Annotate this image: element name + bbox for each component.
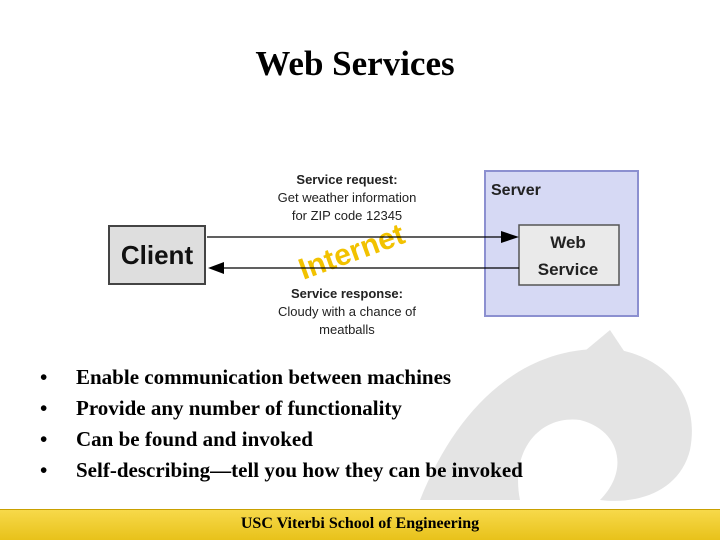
bullet-dot-icon: • — [40, 396, 48, 420]
web-service-label-line1: Web — [550, 233, 586, 252]
bullet-list: • Enable communication between machines •… — [40, 362, 523, 486]
trojan-watermark-icon — [420, 330, 692, 501]
web-service-box — [518, 224, 620, 286]
service-request-detail-2: for ZIP code 12345 — [292, 208, 402, 223]
bullet-dot-icon: • — [40, 427, 48, 451]
bullet-dot-icon: • — [40, 365, 48, 389]
bullet-text: Can be found and invoked — [76, 427, 313, 451]
bullet-dot-icon: • — [40, 458, 48, 482]
server-label: Server — [491, 182, 541, 199]
client-box — [108, 225, 206, 285]
slide-title: Web Services — [255, 44, 455, 83]
bullet-text: Enable communication between machines — [76, 365, 452, 389]
web-service-label-line2: Service — [538, 260, 599, 279]
service-response-detail-1: Cloudy with a chance of — [278, 304, 416, 319]
bullet-item: • Can be found and invoked — [40, 424, 523, 455]
service-request-title: Service request: — [296, 172, 397, 187]
service-response-detail-2: meatballs — [319, 322, 375, 337]
footer-text: USC Viterbi School of Engineering — [240, 515, 480, 532]
bullet-text: Provide any number of functionality — [76, 396, 402, 420]
footer-bar: USC Viterbi School of Engineering — [0, 509, 720, 540]
service-request-detail-1: Get weather information — [278, 190, 417, 205]
web-service-diagram: Server Web Service Client Internet Servi… — [105, 165, 650, 345]
internet-label: Internet — [294, 218, 409, 287]
client-label: Client — [121, 240, 194, 270]
response-arrowhead — [208, 262, 224, 274]
bullet-item: • Provide any number of functionality — [40, 393, 523, 424]
service-response-title: Service response: — [291, 286, 403, 301]
bullet-item: • Enable communication between machines — [40, 362, 523, 393]
bullet-text: Self-describing—tell you how they can be… — [76, 458, 523, 482]
request-arrowhead — [501, 231, 519, 243]
bullet-item: • Self-describing—tell you how they can b… — [40, 455, 523, 486]
